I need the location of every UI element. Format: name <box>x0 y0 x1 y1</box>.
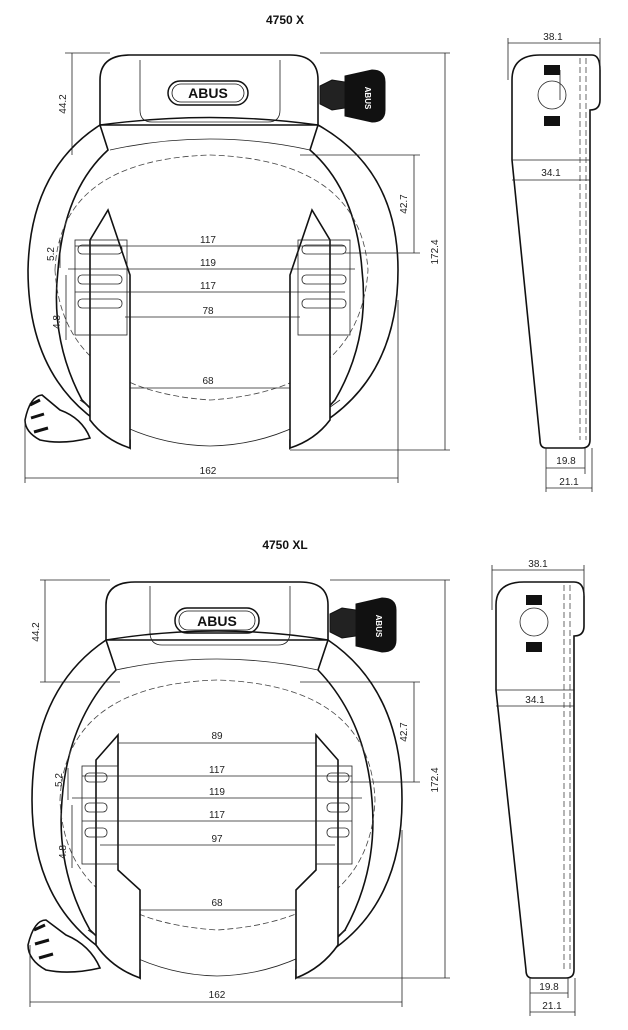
arm-right <box>295 732 339 980</box>
housing-panel <box>139 60 281 123</box>
dim-side-top: 38.1 <box>543 32 563 43</box>
drawing-title: 4750 X <box>266 13 304 27</box>
ring-top <box>99 116 319 126</box>
dim-v2: 4.8 <box>52 315 63 329</box>
dim-h2: 119 <box>209 787 225 798</box>
dim-h1: 117 <box>200 235 216 246</box>
mount-slot <box>84 827 108 838</box>
side-view: 38.1 34.1 19.8 21.1 <box>507 32 601 492</box>
dim-bottom: 68 <box>202 376 214 387</box>
mount-slot <box>77 274 123 285</box>
mount-slot <box>326 772 350 783</box>
dim-inner: 78 <box>202 306 214 317</box>
lever-grip <box>29 398 49 434</box>
mount-plate-right <box>315 765 353 865</box>
mount-slot <box>77 298 123 309</box>
brand-text: ABUS <box>188 85 228 101</box>
dim-h1: 117 <box>209 765 225 776</box>
dim-side-bot1: 19.8 <box>556 456 576 467</box>
mount-slot <box>326 802 350 813</box>
dim-h3: 117 <box>200 281 216 292</box>
ring-inner-top <box>115 658 319 671</box>
dim-total-height: 172.4 <box>430 239 441 264</box>
dim-h3: 117 <box>209 810 225 821</box>
brand-text: ABUS <box>197 613 237 629</box>
mount-slot <box>301 298 347 309</box>
brand-logo-inner <box>171 83 245 103</box>
side-body <box>511 54 601 449</box>
key-label: ABUS <box>363 87 372 110</box>
dim-h0: 89 <box>211 731 223 742</box>
key-label: ABUS <box>374 615 383 638</box>
arm-right <box>289 208 331 450</box>
dim-side-bot2: 21.1 <box>542 1001 562 1012</box>
mount-slot <box>77 244 123 255</box>
brand-logo-inner <box>178 610 256 631</box>
release-lever <box>27 919 102 973</box>
housing-panel <box>149 586 291 646</box>
lever-grip <box>33 923 54 960</box>
front-view: ABUS ABUS <box>24 54 399 451</box>
mount-plate-left <box>81 765 119 865</box>
ring-inner-top <box>109 138 311 151</box>
dim-side-bot2: 21.1 <box>559 477 579 488</box>
dim-bottom: 68 <box>211 898 223 909</box>
dim-top-height: 44.2 <box>31 622 42 642</box>
front-view: ABUS ABUS <box>27 581 403 980</box>
front-dimensions: 89 117 119 117 97 68 162 172.4 42.7 <box>29 579 450 1007</box>
mount-slot <box>84 802 108 813</box>
front-dimensions: 117 119 117 78 68 162 172.4 42.7 <box>24 52 450 483</box>
dim-top-height: 44.2 <box>58 94 69 114</box>
side-clip <box>526 642 542 652</box>
dim-total-height: 172.4 <box>430 767 441 792</box>
drawing-title: 4750 XL <box>262 538 307 552</box>
ring-top <box>105 630 329 641</box>
dim-width: 162 <box>209 990 226 1001</box>
side-clip <box>526 595 542 605</box>
dim-v2: 4.8 <box>58 845 69 859</box>
dim-width: 162 <box>200 466 217 477</box>
dim-side-top: 38.1 <box>528 559 548 570</box>
dim-side-bot1: 19.8 <box>539 982 559 993</box>
mount-plate-left <box>74 239 128 336</box>
brand-logo <box>167 80 249 106</box>
dim-side-mid: 34.1 <box>541 168 561 179</box>
key-icon: ABUS <box>319 69 386 123</box>
key-icon: ABUS <box>329 597 397 653</box>
mount-slot <box>301 244 347 255</box>
shackle-path <box>54 154 369 401</box>
mount-plate-right <box>297 239 351 336</box>
drawing-4750-xl: 4750 XL ABUS ABUS <box>27 538 585 1016</box>
mount-slot <box>301 274 347 285</box>
side-cylinder <box>537 80 567 110</box>
side-clip <box>544 65 560 75</box>
mount-slot <box>326 827 350 838</box>
dim-v1: 5.2 <box>54 773 65 787</box>
side-clip <box>544 116 560 126</box>
brand-logo <box>174 607 260 634</box>
dim-side-mid: 34.1 <box>525 695 545 706</box>
side-view: 38.1 34.1 19.8 21.1 <box>491 559 585 1016</box>
mount-slot <box>84 772 108 783</box>
side-body <box>495 581 585 979</box>
dim-upper: 42.7 <box>399 722 410 742</box>
dim-inner: 97 <box>211 834 223 845</box>
dim-v1: 5.2 <box>46 247 57 261</box>
dim-h2: 119 <box>200 258 216 269</box>
dim-upper: 42.7 <box>399 194 410 214</box>
drawing-4750-x: 4750 X ABUS ABUS <box>24 13 601 492</box>
side-cylinder <box>519 607 549 637</box>
arm-left <box>89 208 131 450</box>
